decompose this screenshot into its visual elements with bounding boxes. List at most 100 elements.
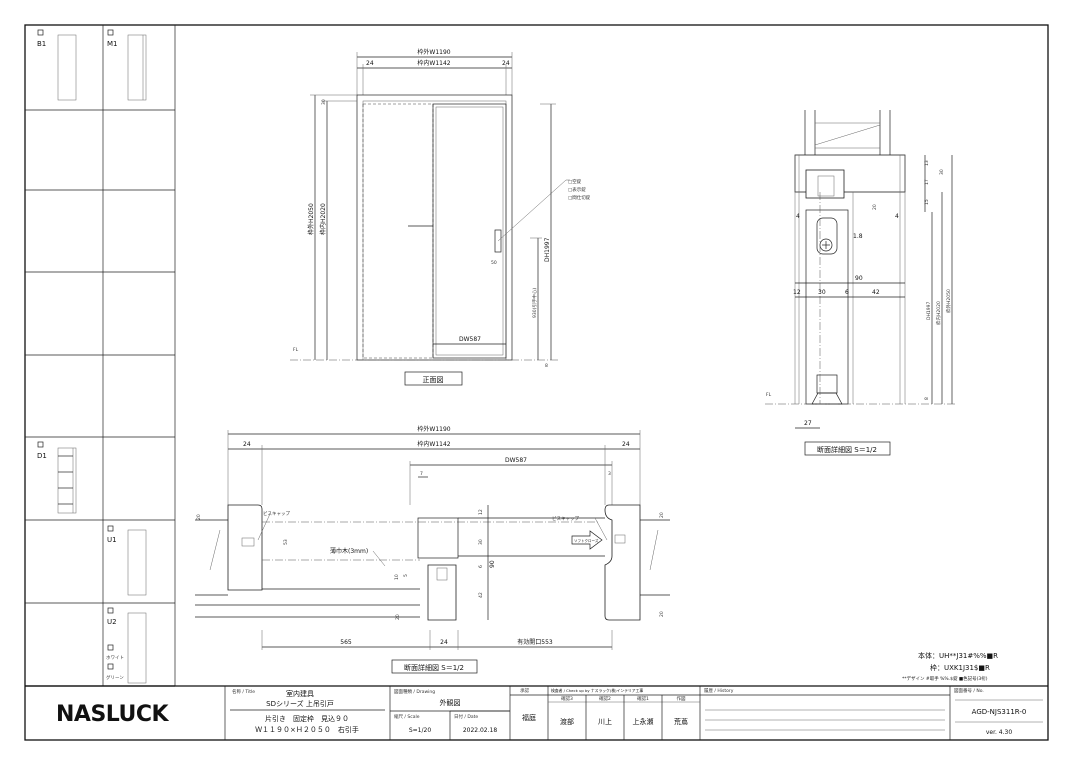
vertical-section-detail: 13 17 15 30 20 4 4 1.8 90 12 30 6 42 DH1… — [765, 110, 955, 456]
dim-outer-width: 枠外W1190 — [417, 425, 450, 433]
dim-inner-height: 枠内H2020 — [319, 203, 327, 235]
dim-door-height: DH1997 — [926, 302, 932, 320]
checkbox[interactable] — [107, 607, 114, 614]
hanger-rail — [805, 169, 845, 199]
checker-name: 川上 — [598, 717, 612, 726]
door-thumbnail — [127, 34, 147, 101]
dim-565: 565 — [340, 639, 352, 646]
frame-code: 枠：UXK1J31$■R — [930, 663, 990, 672]
checker-name: 上永瀬 — [633, 717, 654, 726]
design-option-u2[interactable]: U2 ホワイト グリーン — [106, 607, 147, 684]
dim-side-left: 24 — [243, 441, 251, 448]
dim-30: 30 — [818, 289, 826, 296]
right-frame-profile — [604, 504, 641, 621]
checker-cell: 確認1 上永瀬 — [633, 695, 654, 726]
dim-3: 3 — [608, 471, 611, 477]
title-line-3: 片引き 固定枠 見込９０ — [265, 714, 349, 723]
dim-90: 90 — [489, 560, 496, 568]
title-line-1: 室内建具 — [286, 689, 314, 698]
soft-close-arrow: ソフトクローズ — [571, 530, 603, 550]
plan-section-detail: 枠外W1190 枠内W1142 24 24 DW587 7 3 ビスキャップ 5… — [195, 425, 670, 674]
checker-role: 確認2 — [599, 695, 611, 702]
handle — [494, 229, 502, 253]
dim-4: 4 — [796, 213, 800, 220]
option-sidebar: B1 M1 D1 U1 U2 ホワイ — [25, 25, 176, 687]
dim-bottom: 8 — [545, 363, 548, 369]
dim-inner-width: 枠内W1142 — [417, 59, 450, 67]
checkbox[interactable] — [37, 29, 44, 36]
checkbox[interactable] — [37, 441, 44, 448]
dim-inner-width: 枠内W1142 — [417, 440, 450, 448]
dim-20: 20 — [196, 514, 202, 520]
option-code: U1 — [107, 536, 117, 544]
door-panel-section — [417, 517, 459, 559]
dim-20: 20 — [872, 204, 878, 210]
dim-17: 17 — [924, 179, 930, 185]
dim-outer-width: 枠外W1190 — [417, 48, 450, 56]
lock-option-keyless[interactable]: □空錠 — [568, 178, 582, 185]
design-option-u1[interactable]: U1 — [107, 525, 147, 596]
checkbox[interactable] — [107, 525, 114, 532]
dim-outer-height: 枠外H2050 — [307, 203, 315, 235]
product-code-spec: 本体：UH**J31#%%■R 枠：UXK1J31$■R **デザイン #取手 … — [902, 651, 998, 682]
dim-30: 30 — [478, 539, 484, 545]
baseboard-strip-label: 薄巾木(3mm) — [330, 547, 368, 555]
dim-4: 4 — [895, 213, 899, 220]
approval-label: 承認 — [520, 687, 529, 694]
lock-option-indicator[interactable]: □表示錠 — [568, 186, 586, 193]
checker-name: 渡部 — [560, 717, 574, 726]
option-code: B1 — [37, 40, 46, 48]
option-code: M1 — [107, 40, 118, 48]
door-thumbnail — [127, 612, 147, 684]
door-thumbnail — [57, 447, 77, 514]
dim-20: 20 — [395, 614, 401, 620]
guide-rail-profile — [427, 564, 457, 621]
drawing-number-label: 図面番号 / No. — [954, 687, 984, 694]
title-line-4: Ｗ１１９０×Ｈ２０５０ 右引手 — [255, 725, 359, 734]
color-white-checkbox[interactable] — [107, 644, 114, 651]
date-label: 日付 / Date — [454, 713, 478, 720]
open-position-dashed — [362, 103, 434, 359]
dim-6: 6 — [478, 565, 484, 568]
dim-20: 20 — [659, 611, 665, 617]
version: ver. 4.30 — [986, 729, 1013, 736]
dim-side-right: 24 — [502, 60, 510, 67]
lock-option-privacy[interactable]: □間仕切錠 — [568, 194, 591, 201]
plan-section-title: 断面詳細図 S＝1/2 — [404, 663, 464, 672]
dim-top: 30 — [321, 99, 327, 105]
approver-name: 福庭 — [522, 713, 536, 722]
title-label: 名称 / Title — [232, 688, 255, 695]
checker-role: 確認1 — [637, 695, 649, 702]
dim-door-height: DH1997 — [544, 237, 551, 262]
soft-close-label: ソフトクローズ — [574, 538, 599, 543]
dim-side-right: 24 — [622, 441, 630, 448]
sheet-border — [24, 24, 1049, 741]
dim-24: 24 — [440, 639, 448, 646]
dim-15: 15 — [924, 199, 930, 205]
front-view: 枠外W1190 枠内W1142 24 24 □空錠 □表示錠 □間仕切錠 50 … — [290, 48, 591, 386]
nasluck-logo: NASLUCK — [56, 702, 170, 727]
door-thumbnail — [57, 34, 77, 101]
date-value: 2022.02.18 — [463, 727, 498, 734]
design-option-b1[interactable]: B1 — [37, 29, 77, 101]
door-thumbnail — [127, 529, 147, 596]
color-green-checkbox[interactable] — [107, 663, 114, 670]
screw-cap-label-right: ビスキャップ — [552, 515, 579, 522]
option-code: D1 — [37, 452, 47, 460]
design-option-d1[interactable]: D1 — [37, 441, 77, 514]
dim-inner-height: 枠内H2020 — [935, 301, 942, 325]
dim-20: 20 — [659, 512, 665, 518]
checker-cell: 確認3 渡部 — [560, 695, 574, 726]
drawing-number: AGD-NJS311R-0 — [972, 708, 1027, 716]
design-option-m1[interactable]: M1 — [107, 29, 147, 101]
check-label: 検査者 / Check up by ナスラック(株)インテリア工事 — [551, 688, 643, 693]
dim-door-width: DW587 — [505, 457, 527, 464]
vertical-section-title: 断面詳細図 S＝1/2 — [817, 445, 877, 454]
checkbox[interactable] — [107, 29, 114, 36]
dim-13: 13 — [924, 160, 930, 166]
dim-outer-height: 枠外H2050 — [945, 289, 952, 313]
screw-cap-label-left: ビスキャップ — [263, 510, 290, 517]
dim-handle-height: 930(引手中心) — [531, 288, 538, 318]
dim-7: 7 — [420, 471, 423, 477]
